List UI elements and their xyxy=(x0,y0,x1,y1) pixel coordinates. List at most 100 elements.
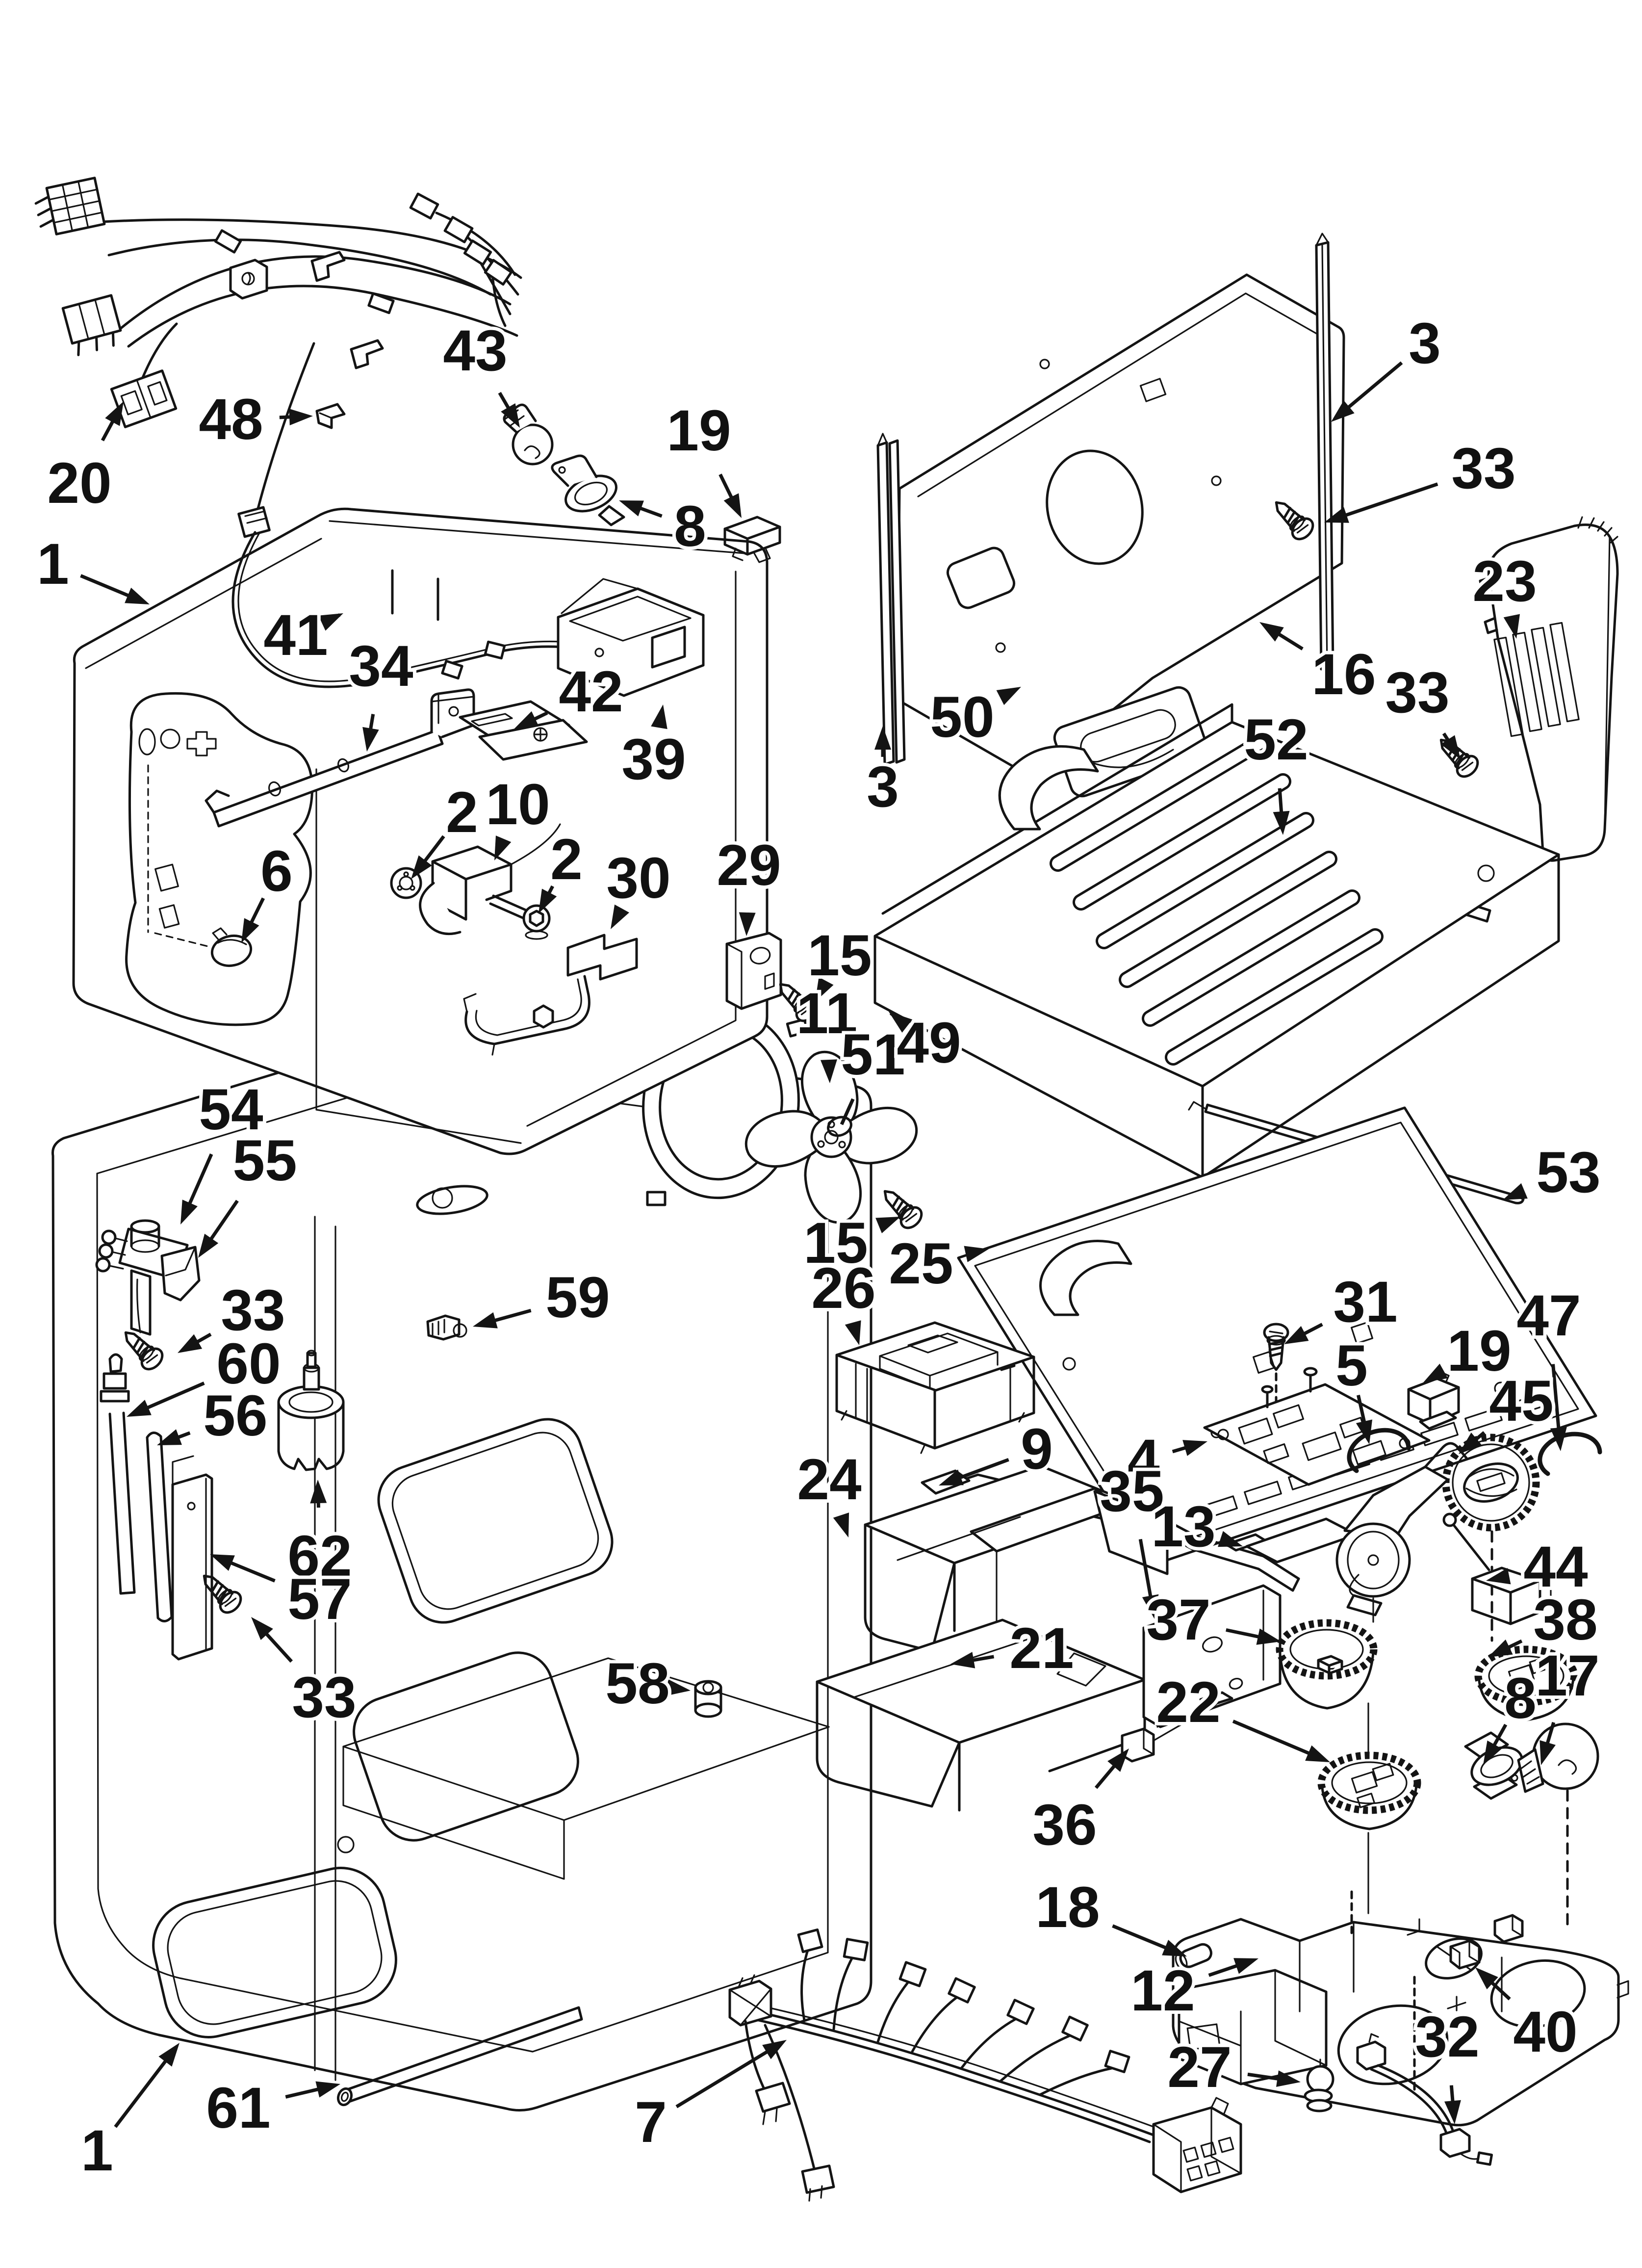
callout-label-10-19: 10 xyxy=(486,772,550,837)
callout-20: 20 xyxy=(44,401,124,519)
jumper-32 xyxy=(1356,2033,1493,2166)
callout-label-7-57: 7 xyxy=(635,2090,667,2155)
callout-33: 33 xyxy=(1324,433,1519,523)
callout-label-23-7: 23 xyxy=(1472,549,1537,614)
callout-label-33-62: 33 xyxy=(221,1278,285,1343)
callout-3: 3 xyxy=(863,726,902,823)
callout-label-57-66: 57 xyxy=(287,1567,352,1632)
tube-60 xyxy=(100,1353,136,1595)
callout-label-5-35: 5 xyxy=(1335,1333,1368,1398)
plug-58 xyxy=(694,1680,722,1718)
callout-19: 19 xyxy=(1423,1315,1515,1387)
callout-49: 49 xyxy=(889,1007,965,1079)
cup-22 xyxy=(1317,1751,1421,1830)
clip-55 xyxy=(160,1246,201,1302)
callout-30: 30 xyxy=(603,842,674,929)
callout-label-8-46: 8 xyxy=(1504,1666,1537,1731)
callout-label-9-39: 9 xyxy=(1021,1417,1053,1482)
relay-19 xyxy=(723,516,781,563)
callout-label-35-38: 35 xyxy=(1100,1459,1164,1524)
callout-6: 6 xyxy=(241,835,296,943)
callout-label-3-11: 3 xyxy=(867,755,899,819)
lamp-socket-8 xyxy=(551,454,625,526)
defrost-wire-41 xyxy=(231,506,637,688)
tube-56 xyxy=(146,1432,173,1622)
callout-label-15-29: 15 xyxy=(803,1211,868,1276)
switch-body xyxy=(229,259,268,300)
air-duct-39 xyxy=(557,578,705,697)
bracket-30 xyxy=(566,934,638,981)
clip-59 xyxy=(426,1314,467,1341)
control-cluster xyxy=(1203,1367,1602,1933)
inner-panel xyxy=(125,692,314,1026)
callout-label-3-5: 3 xyxy=(1409,311,1441,376)
callout-21: 21 xyxy=(950,1613,1078,1684)
callout-27: 27 xyxy=(1164,2032,1301,2103)
callout-33: 33 xyxy=(1382,657,1461,759)
callout-label-22-48: 22 xyxy=(1156,1670,1220,1735)
callout-label-56-64: 56 xyxy=(203,1383,267,1448)
callout-16: 16 xyxy=(1259,622,1380,710)
callout-59: 59 xyxy=(473,1262,614,1333)
callout-26: 26 xyxy=(808,1252,879,1345)
callout-label-1-58: 1 xyxy=(81,2118,113,2183)
callout-33: 33 xyxy=(251,1617,360,1733)
callout-22: 22 xyxy=(1153,1667,1330,1762)
callout-17: 17 xyxy=(1532,1640,1603,1765)
callout-47: 47 xyxy=(1513,1280,1585,1451)
evaporator-tray xyxy=(873,703,1560,1179)
callout-2: 2 xyxy=(539,824,586,913)
callout-label-42-16: 42 xyxy=(559,659,623,724)
bracket-29 xyxy=(725,932,782,1010)
callout-13: 13 xyxy=(1148,1491,1243,1563)
callout-29: 29 xyxy=(713,830,785,936)
callout-12: 12 xyxy=(1127,1955,1258,2027)
callout-41: 41 xyxy=(260,600,343,671)
callout-label-55-61: 55 xyxy=(232,1128,297,1193)
callout-label-34-15: 34 xyxy=(349,634,413,699)
callout-53: 53 xyxy=(1503,1137,1604,1208)
callout-label-47-33: 47 xyxy=(1516,1283,1581,1348)
callout-label-13-41: 13 xyxy=(1151,1494,1215,1559)
callout-37: 37 xyxy=(1143,1584,1281,1656)
callout-51: 51 xyxy=(837,1019,909,1125)
spacer-cubes-40 xyxy=(1449,1914,1524,1970)
callout-44: 44 xyxy=(1486,1531,1591,1603)
callout-15: 15 xyxy=(800,1207,900,1279)
bracket-34 xyxy=(205,688,475,828)
callout-label-52-9: 52 xyxy=(1244,707,1308,772)
liner-left-wall-parts xyxy=(95,1219,722,1718)
callout-label-20-0: 20 xyxy=(47,451,111,516)
c-ring-47 xyxy=(1538,1432,1602,1476)
callout-label-48-1: 48 xyxy=(199,387,263,452)
callout-label-50-10: 50 xyxy=(930,685,994,750)
partition-plate-35 xyxy=(1142,1584,1282,1728)
callout-9: 9 xyxy=(939,1413,1056,1486)
callout-5: 5 xyxy=(1332,1330,1373,1444)
wiring-harness-top xyxy=(34,177,522,521)
callout-55: 55 xyxy=(198,1125,301,1258)
callout-48: 48 xyxy=(195,384,313,455)
clip-48 xyxy=(315,403,346,429)
callout-label-40-56: 40 xyxy=(1513,2000,1577,2064)
grommet-27 xyxy=(1304,2059,1334,2112)
callout-32: 32 xyxy=(1411,2001,1483,2124)
wiring-harness-bottom xyxy=(728,1928,1242,2202)
callout-39: 39 xyxy=(618,704,690,795)
callout-label-1-13: 1 xyxy=(37,532,69,597)
callout-label-4-37: 4 xyxy=(1128,1428,1160,1492)
callout-label-43-2: 43 xyxy=(443,318,507,383)
callout-35: 35 xyxy=(1096,1456,1168,1619)
bulb-17 xyxy=(1511,1722,1599,1793)
callout-11: 11 xyxy=(793,978,861,1083)
harness-connector xyxy=(1152,2097,1242,2193)
callout-15: 15 xyxy=(804,920,875,1002)
callout-label-33-49: 33 xyxy=(292,1665,356,1730)
callout-label-61-59: 61 xyxy=(206,2076,270,2140)
callout-label-59-67: 59 xyxy=(545,1265,610,1330)
callout-label-2-20: 2 xyxy=(550,827,583,892)
callout-42: 42 xyxy=(514,656,627,729)
callout-label-29-22: 29 xyxy=(717,833,781,898)
cup-38 xyxy=(1474,1645,1578,1721)
